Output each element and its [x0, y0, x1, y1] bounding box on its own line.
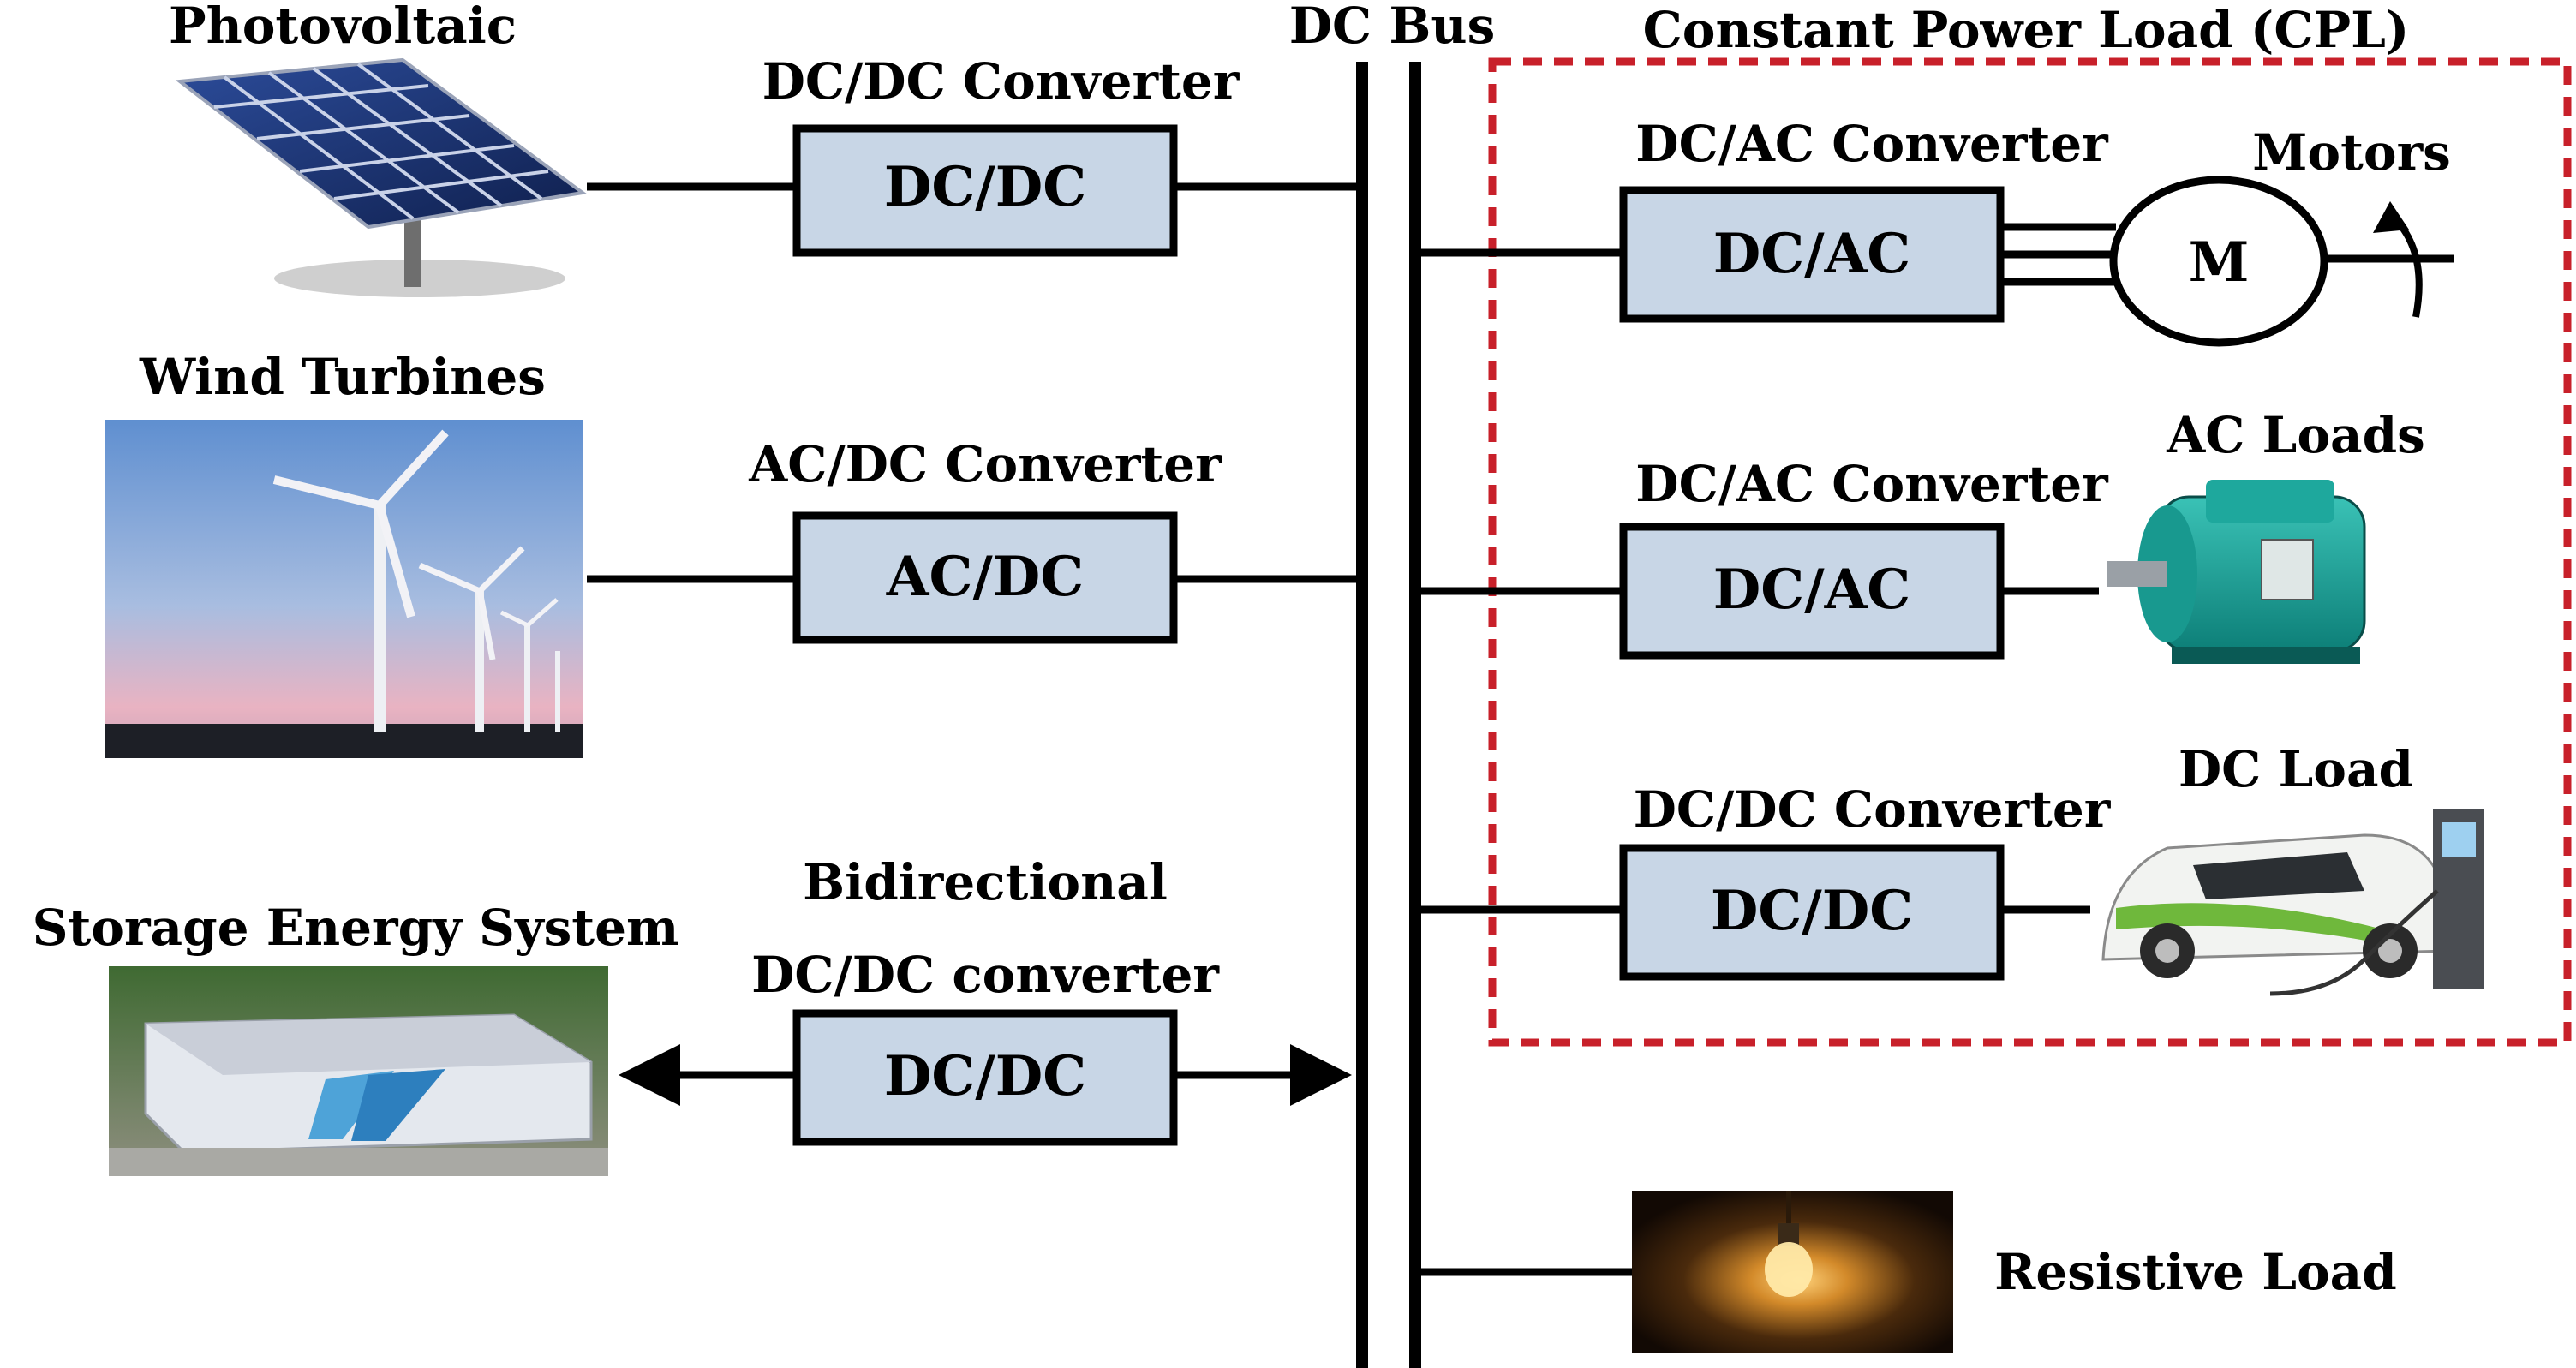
wind-converter-label: AC/DC — [886, 545, 1084, 609]
pv-title: Photovoltaic — [169, 0, 517, 55]
wind-title: Wind Turbines — [139, 348, 546, 406]
wind-turbines-photo-image — [105, 420, 583, 758]
cpl-motor-branch: DC/AC Converter DC/AC M Motors — [1415, 115, 2454, 347]
pv-converter-label: DC/DC — [884, 155, 1086, 219]
dc-converter-title: DC/DC Converter — [1634, 780, 2112, 839]
cpl-region: Constant Power Load (CPL) — [1488, 1, 2572, 1047]
storage-converter-box — [792, 1009, 1178, 1146]
rotation-arrowhead-icon — [2373, 201, 2409, 233]
dc-bus: DC Bus — [1289, 0, 1496, 1368]
wind-source: Wind Turbines AC/DC Converter AC/DC — [105, 348, 1362, 758]
resistive-branch: Resistive Load — [1415, 1191, 2397, 1353]
ac-converter-title: DC/AC Converter — [1635, 455, 2109, 513]
motor-converter-box — [1619, 186, 2005, 323]
wind-converter-title: AC/DC Converter — [748, 435, 1222, 493]
storage-title: Storage Energy System — [33, 899, 679, 957]
ac-generator-image — [2107, 480, 2366, 664]
cpl-border — [1488, 57, 2572, 1047]
electric-car-charging-image — [2101, 809, 2484, 996]
dc-bus-label: DC Bus — [1289, 0, 1496, 55]
dc-converter-label: DC/DC — [1711, 879, 1913, 943]
pv-converter-box — [792, 124, 1178, 257]
solar-panel-array-image — [175, 57, 588, 297]
pv-converter-title: DC/DC Converter — [762, 52, 1240, 111]
motor-symbol-label: M — [2189, 230, 2250, 295]
ac-load-title: AC Loads — [2166, 406, 2425, 464]
motor-converter-label: DC/AC — [1713, 222, 1910, 286]
storage-source: Storage Energy System Bidirectional DC/D… — [33, 853, 1352, 1176]
dc-load-title: DC Load — [2179, 740, 2413, 798]
resistive-title: Resistive Load — [1994, 1243, 2397, 1301]
storage-converter-title-line2: DC/DC converter — [751, 946, 1220, 1004]
light-bulb-image — [1632, 1191, 1953, 1353]
storage-converter-label: DC/DC — [884, 1044, 1086, 1108]
pv-source: Photovoltaic DC/DC Converter DC/DC — [169, 0, 1362, 297]
cpl-ac-branch: DC/AC Converter DC/AC AC Loads — [1415, 406, 2425, 664]
cpl-dc-branch: DC/DC Converter DC/DC DC Load — [1415, 740, 2484, 996]
battery-container-image — [109, 966, 608, 1176]
ac-converter-label: DC/AC — [1713, 558, 1910, 622]
storage-converter-title-line1: Bidirectional — [803, 853, 1168, 911]
motor-load-title: Motors — [2252, 123, 2451, 182]
motor-converter-title: DC/AC Converter — [1635, 115, 2109, 173]
cpl-title: Constant Power Load (CPL) — [1643, 1, 2410, 59]
